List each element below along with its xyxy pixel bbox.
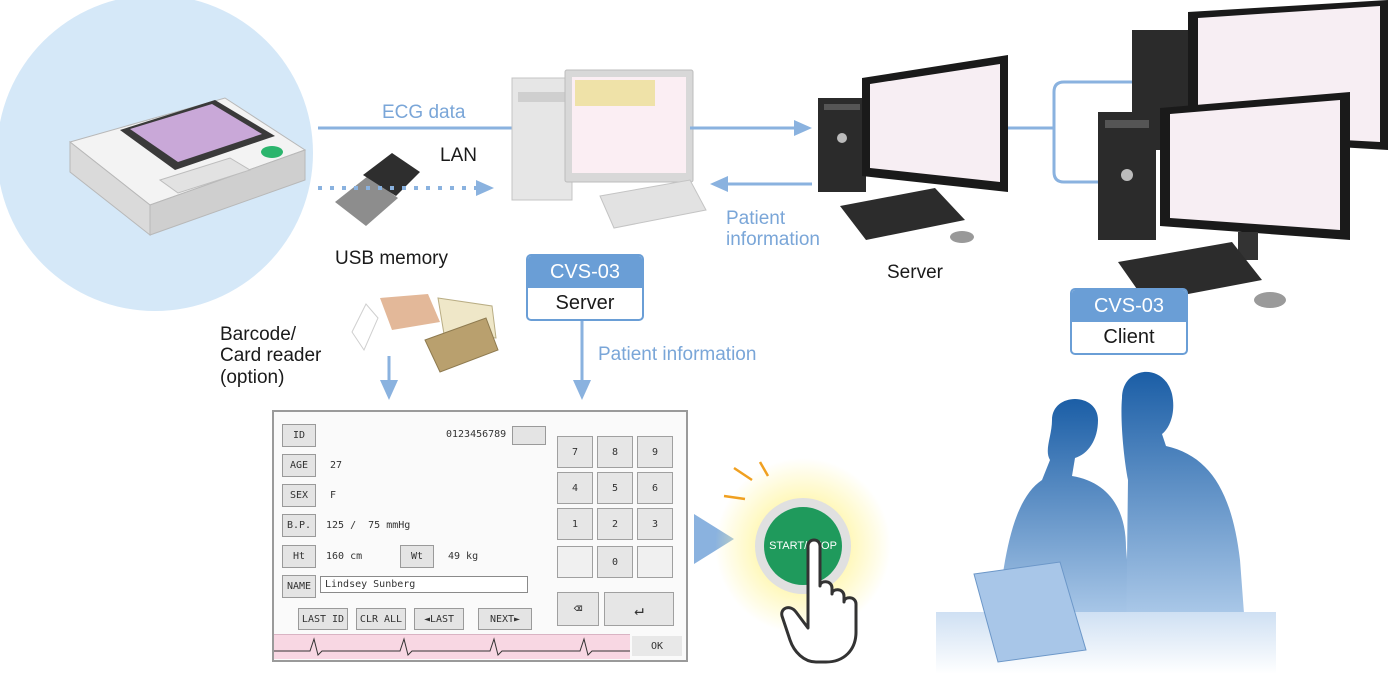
cvs03-client-tag: CVS-03 Client [1070,288,1188,355]
hospital-server-label: Server [887,262,943,283]
lan-label: LAN [440,145,477,166]
bp-value: 125 / 75 mmHg [326,520,411,531]
client-network-link [1008,80,1148,184]
height-value: 160 cm [326,551,363,562]
clear-all-button[interactable]: CLR ALL [356,608,406,630]
server-tag-role: Server [555,292,615,314]
patient-information-label-down: Patient information [598,344,757,365]
cvs03-server-tag: CVS-03 Server [526,254,644,321]
usb-memory-label: USB memory [335,248,448,269]
hospital-server-computer [818,55,1008,243]
last-id-button[interactable]: LAST ID [298,608,348,630]
key-8[interactable]: 8 [597,436,633,468]
backspace-key[interactable]: ⌫ [557,592,599,626]
play-arrow-icon [694,514,734,564]
server-tag-product: CVS-03 [528,256,642,288]
patient-input-panel: ID 0123456789 AGE 27 SEX F B.P. 125 / 75… [272,410,688,662]
key-1[interactable]: 1 [557,508,593,540]
ecg-trace [274,637,630,656]
barcode-reader-icon [351,294,499,373]
barcode-arrow-down [380,356,398,400]
key-blank-left [557,546,593,578]
doctors-silhouette [936,371,1276,674]
name-field-button[interactable]: NAME [282,575,316,598]
key-2[interactable]: 2 [597,508,633,540]
key-4[interactable]: 4 [557,472,593,504]
usb-memory-icon [335,153,420,226]
key-5[interactable]: 5 [597,472,633,504]
key-blank-right [637,546,673,578]
ecg-strip [274,634,630,659]
sex-value: F [330,490,337,501]
client-tag-role: Client [1103,326,1155,348]
previous-button[interactable]: ◄LAST [414,608,464,630]
server-arrow-down [573,320,591,400]
patient-info-arrow-left [710,176,812,192]
ok-button[interactable]: OK [632,636,682,656]
bp-field-button[interactable]: B.P. [282,514,316,537]
height-field-button[interactable]: Ht [282,545,316,568]
key-3[interactable]: 3 [637,508,673,540]
center-server-computer [511,69,707,229]
key-7[interactable]: 7 [557,436,593,468]
usb-transfer-arrow [318,180,494,196]
age-field-button[interactable]: AGE [282,454,316,477]
patient-information-label-right: Patient information [726,208,820,251]
id-value: 0123456789 [446,429,507,440]
id-extra-button[interactable] [512,426,546,445]
spark-icon [723,461,770,501]
weight-value: 49 kg [448,551,479,562]
ecg-data-arrow-right [690,120,812,136]
key-0[interactable]: 0 [597,546,633,578]
key-9[interactable]: 9 [637,436,673,468]
start-stop-button[interactable]: START/STOP [755,498,851,594]
id-field-button[interactable]: ID [282,424,316,447]
client-tag-product: CVS-03 [1072,290,1186,322]
client-computer-front [1098,92,1350,308]
name-input[interactable]: Lindsey Sunberg [320,576,528,593]
pointing-hand-icon [780,538,858,664]
barcode-reader-label: Barcode/ Card reader (option) [220,324,322,388]
key-6[interactable]: 6 [637,472,673,504]
sex-field-button[interactable]: SEX [282,484,316,507]
next-button[interactable]: NEXT► [478,608,532,630]
weight-field-button[interactable]: Wt [400,545,434,568]
age-value: 27 [330,460,343,471]
ecg-data-label: ECG data [382,102,466,123]
ecg-device-icon [68,97,307,237]
return-key[interactable]: ↵ [604,592,674,626]
